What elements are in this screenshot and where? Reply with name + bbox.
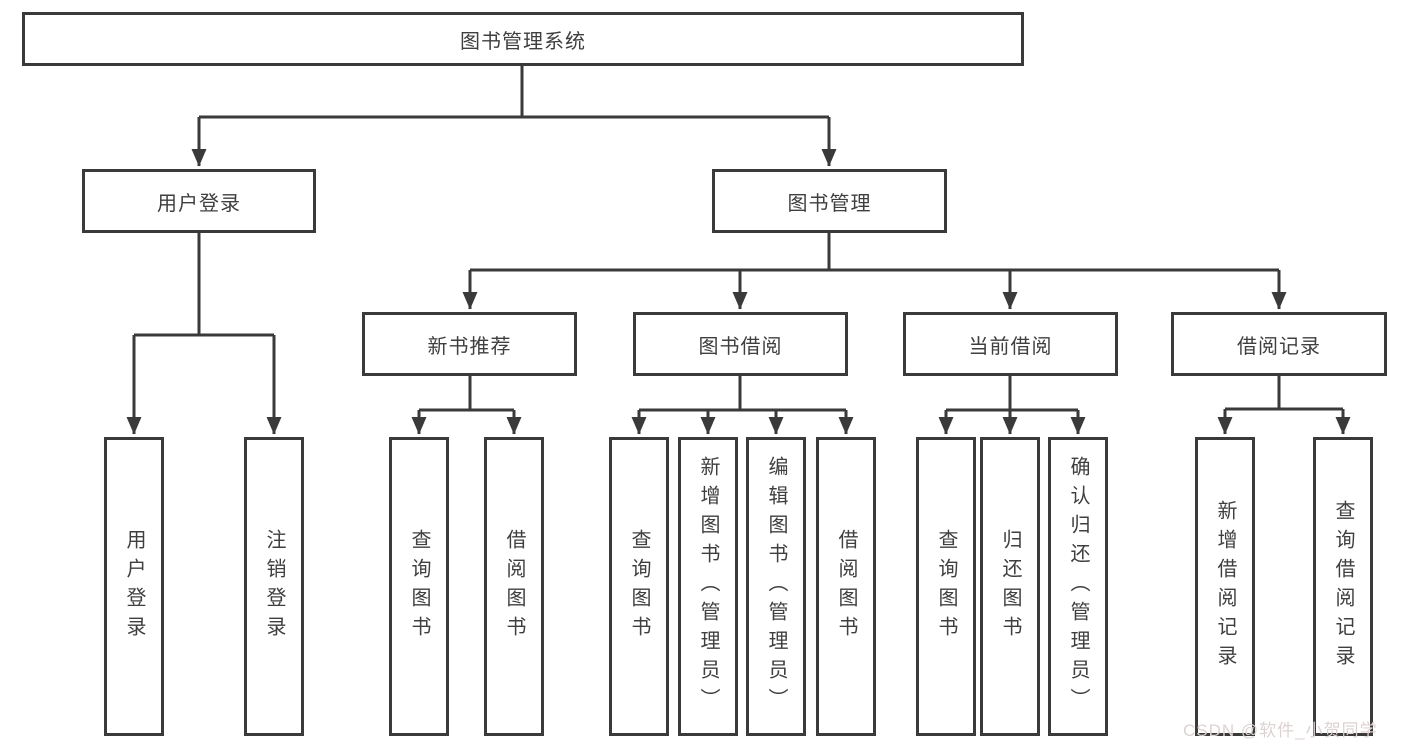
- leaf-edit-book-admin: 编辑图书（管理员）: [746, 437, 806, 736]
- leaf-query-borrow-record-label: 查询借阅记录: [1332, 499, 1354, 674]
- leaf-borrow-books: 借阅图书: [816, 437, 876, 736]
- node-user-login-label: 用户登录: [157, 192, 241, 215]
- node-root: 图书管理系统: [22, 12, 1024, 66]
- leaf-query-books-current: 查询图书: [916, 437, 976, 736]
- leaf-query-books-recommend: 查询图书: [389, 437, 449, 736]
- node-borrow-records-label: 借阅记录: [1237, 335, 1321, 358]
- leaf-borrow-books-recommend: 借阅图书: [484, 437, 544, 736]
- leaf-add-borrow-record-label: 新增借阅记录: [1214, 499, 1236, 674]
- leaf-query-books-borrow: 查询图书: [609, 437, 669, 736]
- node-borrow-records: 借阅记录: [1171, 312, 1387, 376]
- leaf-query-borrow-record: 查询借阅记录: [1313, 437, 1373, 736]
- node-current-borrow: 当前借阅: [903, 312, 1118, 376]
- leaf-user-login-label: 用户登录: [123, 528, 145, 645]
- leaf-add-borrow-record: 新增借阅记录: [1195, 437, 1255, 736]
- leaf-confirm-return-admin-label: 确认归还（管理员）: [1067, 456, 1089, 717]
- leaf-query-books-current-label: 查询图书: [935, 528, 957, 645]
- leaf-query-books-borrow-label: 查询图书: [628, 528, 650, 645]
- leaf-borrow-books-recommend-label: 借阅图书: [503, 528, 525, 645]
- node-new-book-recommend: 新书推荐: [362, 312, 577, 376]
- csdn-watermark: CSDN @软件_小贺同学: [1183, 721, 1378, 740]
- node-book-management: 图书管理: [712, 169, 947, 233]
- leaf-add-book-admin-label: 新增图书（管理员）: [697, 456, 719, 717]
- leaf-edit-book-admin-label: 编辑图书（管理员）: [765, 456, 787, 717]
- node-book-borrow-label: 图书借阅: [698, 335, 783, 358]
- leaf-confirm-return-admin: 确认归还（管理员）: [1048, 437, 1108, 736]
- connector-trunk-lines: [134, 66, 1343, 412]
- leaf-return-book: 归还图书: [980, 437, 1040, 736]
- node-current-borrow-label: 当前借阅: [968, 335, 1053, 358]
- node-new-book-recommend-label: 新书推荐: [427, 335, 512, 358]
- leaf-logout: 注销登录: [244, 437, 304, 736]
- leaf-logout-label: 注销登录: [263, 528, 285, 645]
- node-root-label: 图书管理系统: [460, 30, 586, 53]
- leaf-user-login: 用户登录: [104, 437, 164, 736]
- leaf-query-books-recommend-label: 查询图书: [408, 528, 430, 645]
- node-user-login: 用户登录: [82, 169, 316, 233]
- leaf-add-book-admin: 新增图书（管理员）: [678, 437, 738, 736]
- leaf-borrow-books-label: 借阅图书: [835, 528, 857, 645]
- leaf-return-book-label: 归还图书: [999, 528, 1021, 645]
- node-book-borrow: 图书借阅: [633, 312, 848, 376]
- node-book-management-label: 图书管理: [787, 192, 872, 215]
